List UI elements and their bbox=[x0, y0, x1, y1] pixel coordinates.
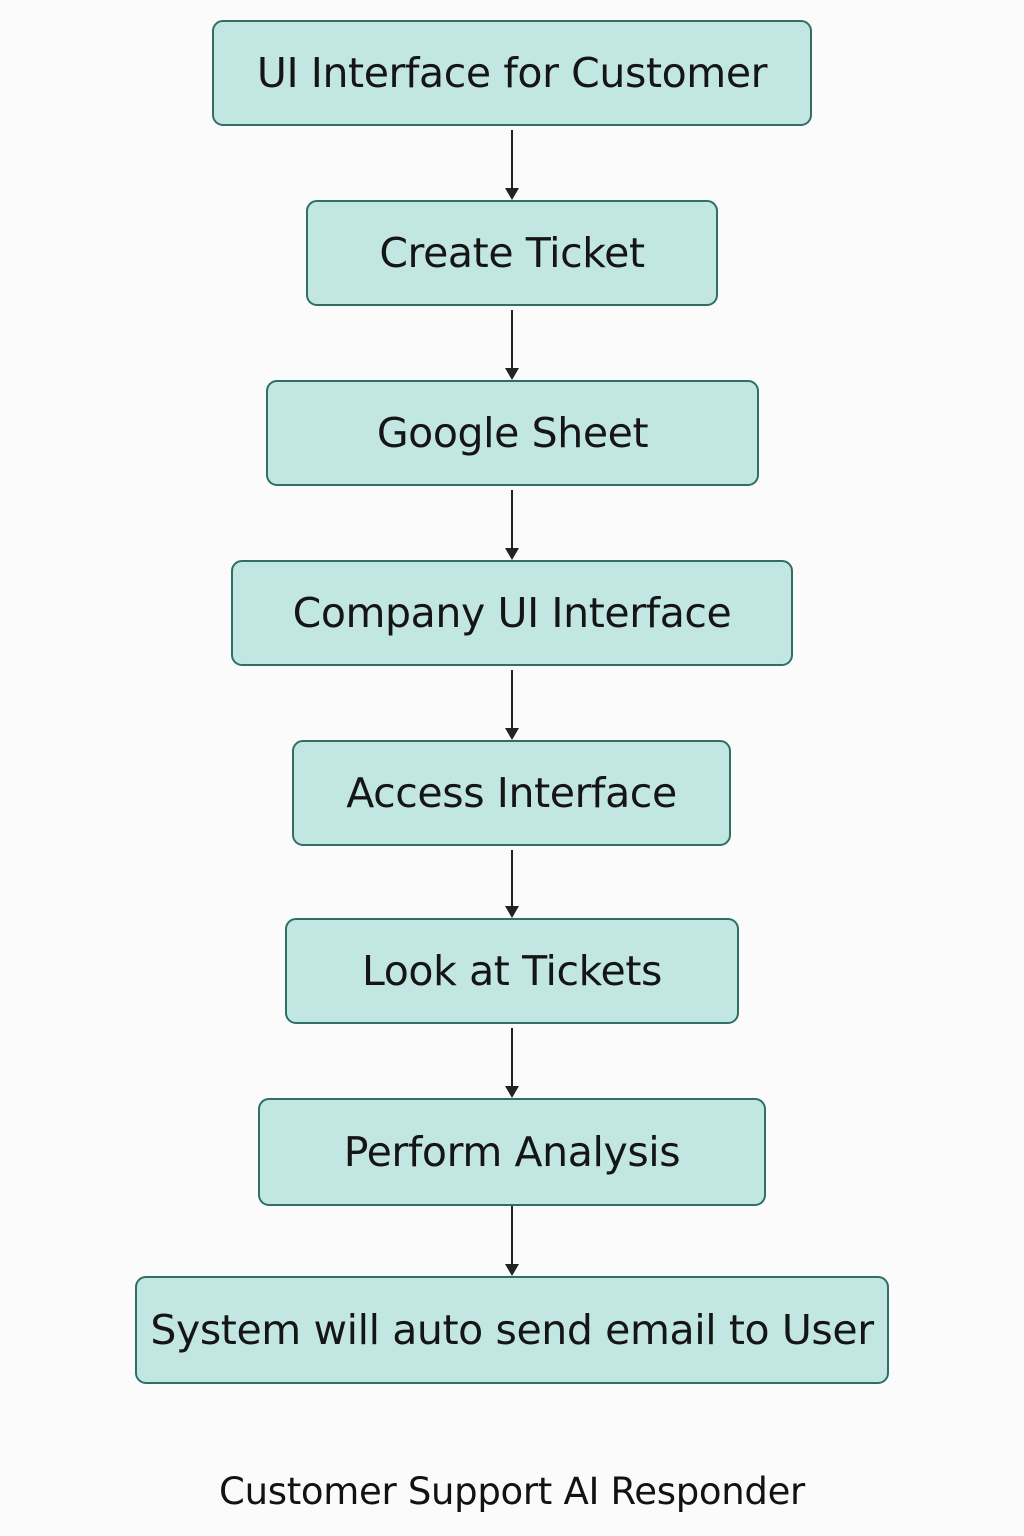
connector-line bbox=[511, 670, 513, 728]
step-ui-interface-for-customer: UI Interface for Customer bbox=[212, 20, 812, 126]
step-perform-analysis: Perform Analysis bbox=[258, 1098, 766, 1206]
step-access-interface: Access Interface bbox=[292, 740, 731, 846]
diagram-caption: Customer Support AI Responder bbox=[219, 1470, 805, 1513]
step-label: Company UI Interface bbox=[292, 589, 732, 637]
connector-line bbox=[511, 1028, 513, 1086]
connector-line bbox=[511, 850, 513, 906]
step-create-ticket: Create Ticket bbox=[306, 200, 718, 306]
step-label: Perform Analysis bbox=[343, 1128, 681, 1176]
step-label: Access Interface bbox=[346, 769, 677, 817]
step-auto-send-email: System will auto send email to User bbox=[135, 1276, 889, 1384]
step-label: Google Sheet bbox=[376, 409, 649, 457]
arrowhead bbox=[505, 1086, 519, 1098]
connector-line bbox=[511, 130, 513, 188]
arrowhead bbox=[505, 728, 519, 740]
arrowhead bbox=[505, 1264, 519, 1276]
step-label: System will auto send email to User bbox=[150, 1306, 874, 1354]
connector-line bbox=[511, 490, 513, 548]
arrowhead bbox=[505, 906, 519, 918]
step-google-sheet: Google Sheet bbox=[266, 380, 759, 486]
arrowhead bbox=[505, 188, 519, 200]
connector-line bbox=[511, 310, 513, 368]
arrowhead bbox=[505, 548, 519, 560]
step-company-ui-interface: Company UI Interface bbox=[231, 560, 793, 666]
arrowhead bbox=[505, 368, 519, 380]
connector-line bbox=[511, 1206, 513, 1264]
step-look-at-tickets: Look at Tickets bbox=[285, 918, 739, 1024]
step-label: UI Interface for Customer bbox=[256, 49, 768, 97]
step-label: Look at Tickets bbox=[362, 947, 662, 995]
step-label: Create Ticket bbox=[379, 229, 645, 277]
